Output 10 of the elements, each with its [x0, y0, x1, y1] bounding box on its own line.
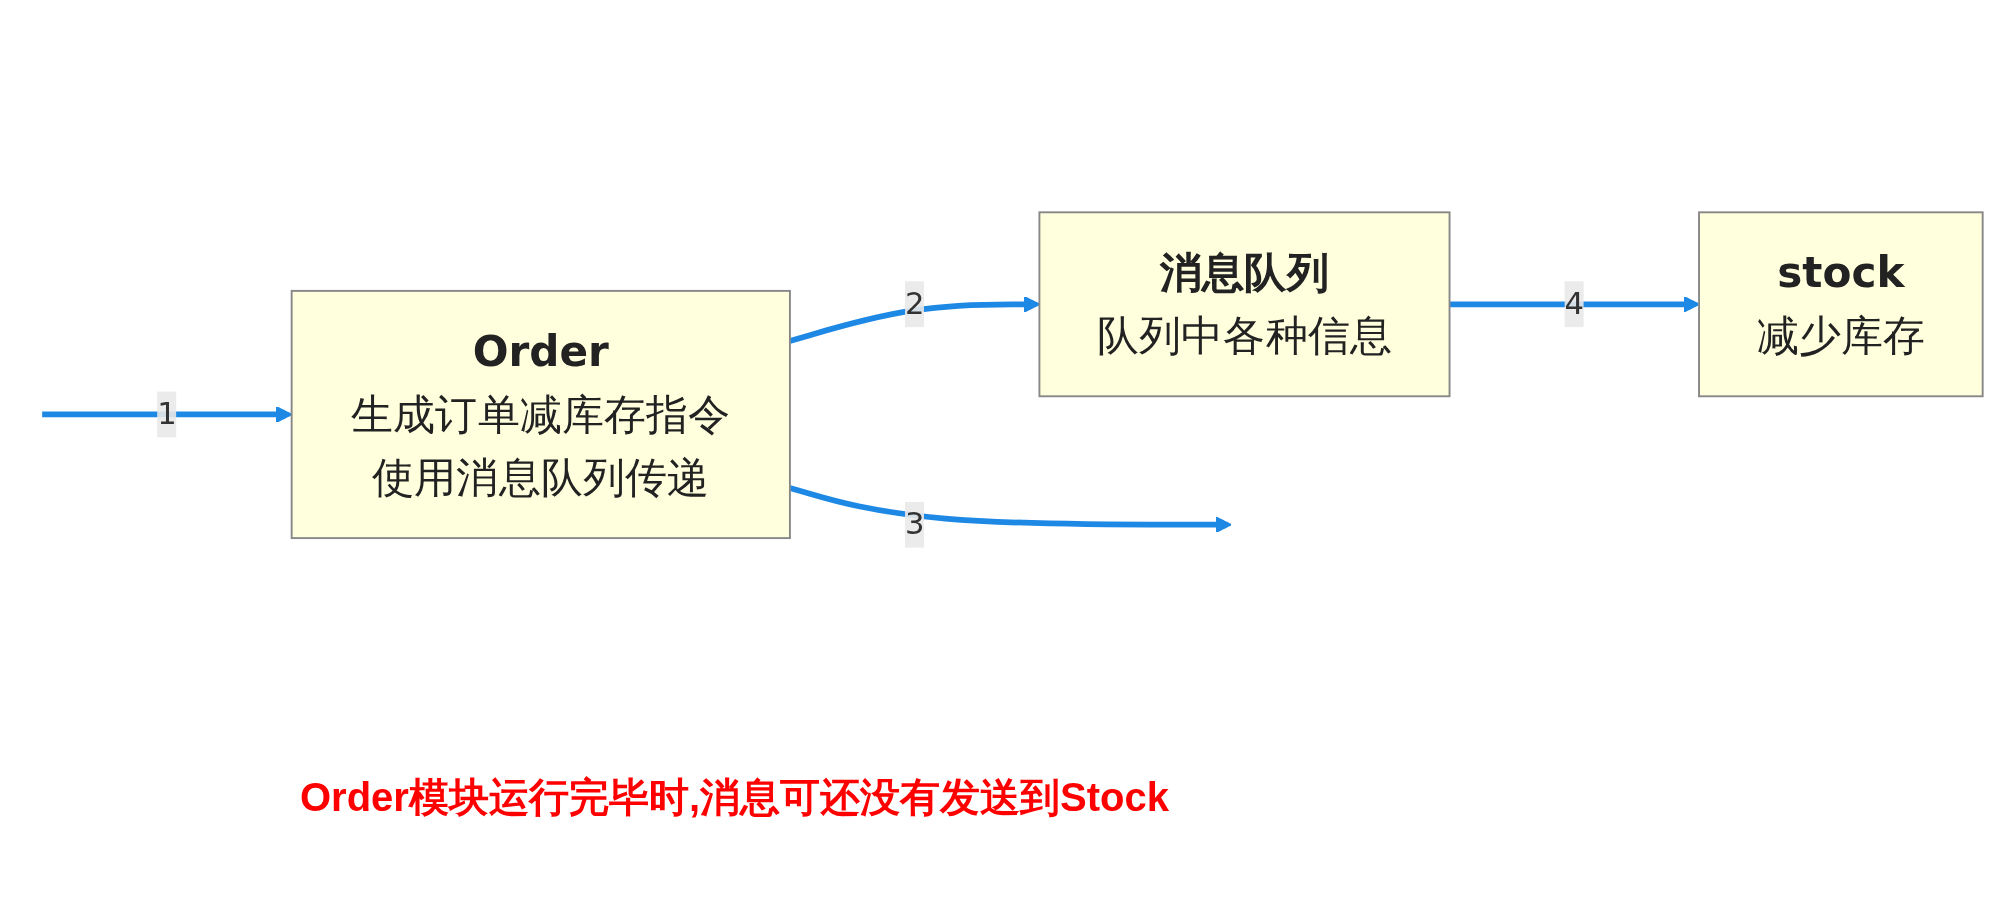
edge-label: 3	[904, 505, 925, 542]
node-box: Order 生成订单减库存指令使用消息队列传递	[290, 289, 791, 540]
edge-label: 2	[904, 285, 925, 322]
note-text: Order模块运行完毕时,消息可还没有发送到Stock	[300, 774, 1169, 821]
edge-label: 1	[157, 395, 177, 432]
node-box: stock 减少库存	[1698, 211, 1984, 398]
arrow	[1449, 295, 1700, 313]
edge-label: 4	[1564, 285, 1585, 322]
node-box: 消息队列 队列中各种信息	[1038, 211, 1451, 398]
arrow	[789, 485, 1232, 534]
